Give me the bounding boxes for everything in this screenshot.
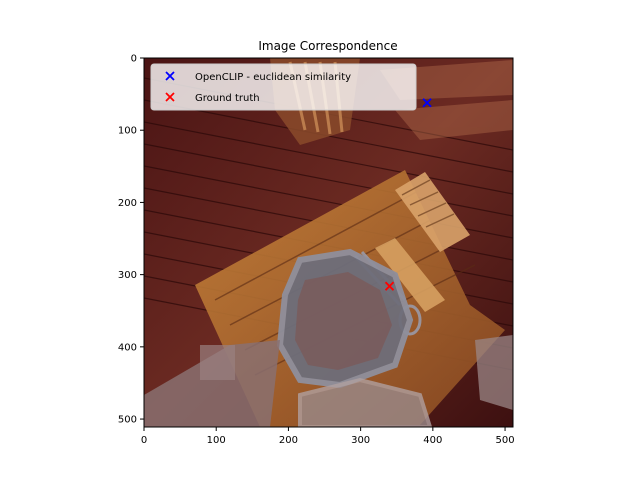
legend-box [150,63,417,111]
x-tick-label: 0 [141,435,147,446]
openclip-prediction-point [422,98,432,108]
ground-truth-point [384,281,395,291]
y-tick-label: 400 [118,342,137,353]
y-tick-label: 0 [131,54,137,65]
y-axis: 0 100 200 300 400 500 [118,54,144,426]
y-tick-label: 500 [118,415,137,426]
plot-area [143,57,514,428]
legend-label-openclip: OpenCLIP - euclidean similarity [195,72,351,83]
background-image [144,58,513,427]
legend-marker-blue-x [165,71,175,81]
x-tick-label: 300 [351,435,370,446]
x-tick-label: 500 [496,435,515,446]
legend-label-ground-truth: Ground truth [195,93,260,104]
data-points [384,98,432,291]
x-axis: 0 100 200 300 400 500 [141,427,515,446]
y-tick-label: 300 [118,270,137,281]
legend-x-red [165,92,175,102]
x-tick-label: 100 [207,435,226,446]
legend: OpenCLIP - euclidean similarity Ground t… [150,63,417,111]
legend-marker-red-x [165,92,175,102]
x-tick-label: 400 [423,435,442,446]
legend-x-blue [165,71,175,81]
y-tick-label: 100 [118,126,137,137]
x-tick-label: 200 [279,435,298,446]
y-tick-label: 200 [118,198,137,209]
chart-title: Image Correspondence [258,39,397,53]
